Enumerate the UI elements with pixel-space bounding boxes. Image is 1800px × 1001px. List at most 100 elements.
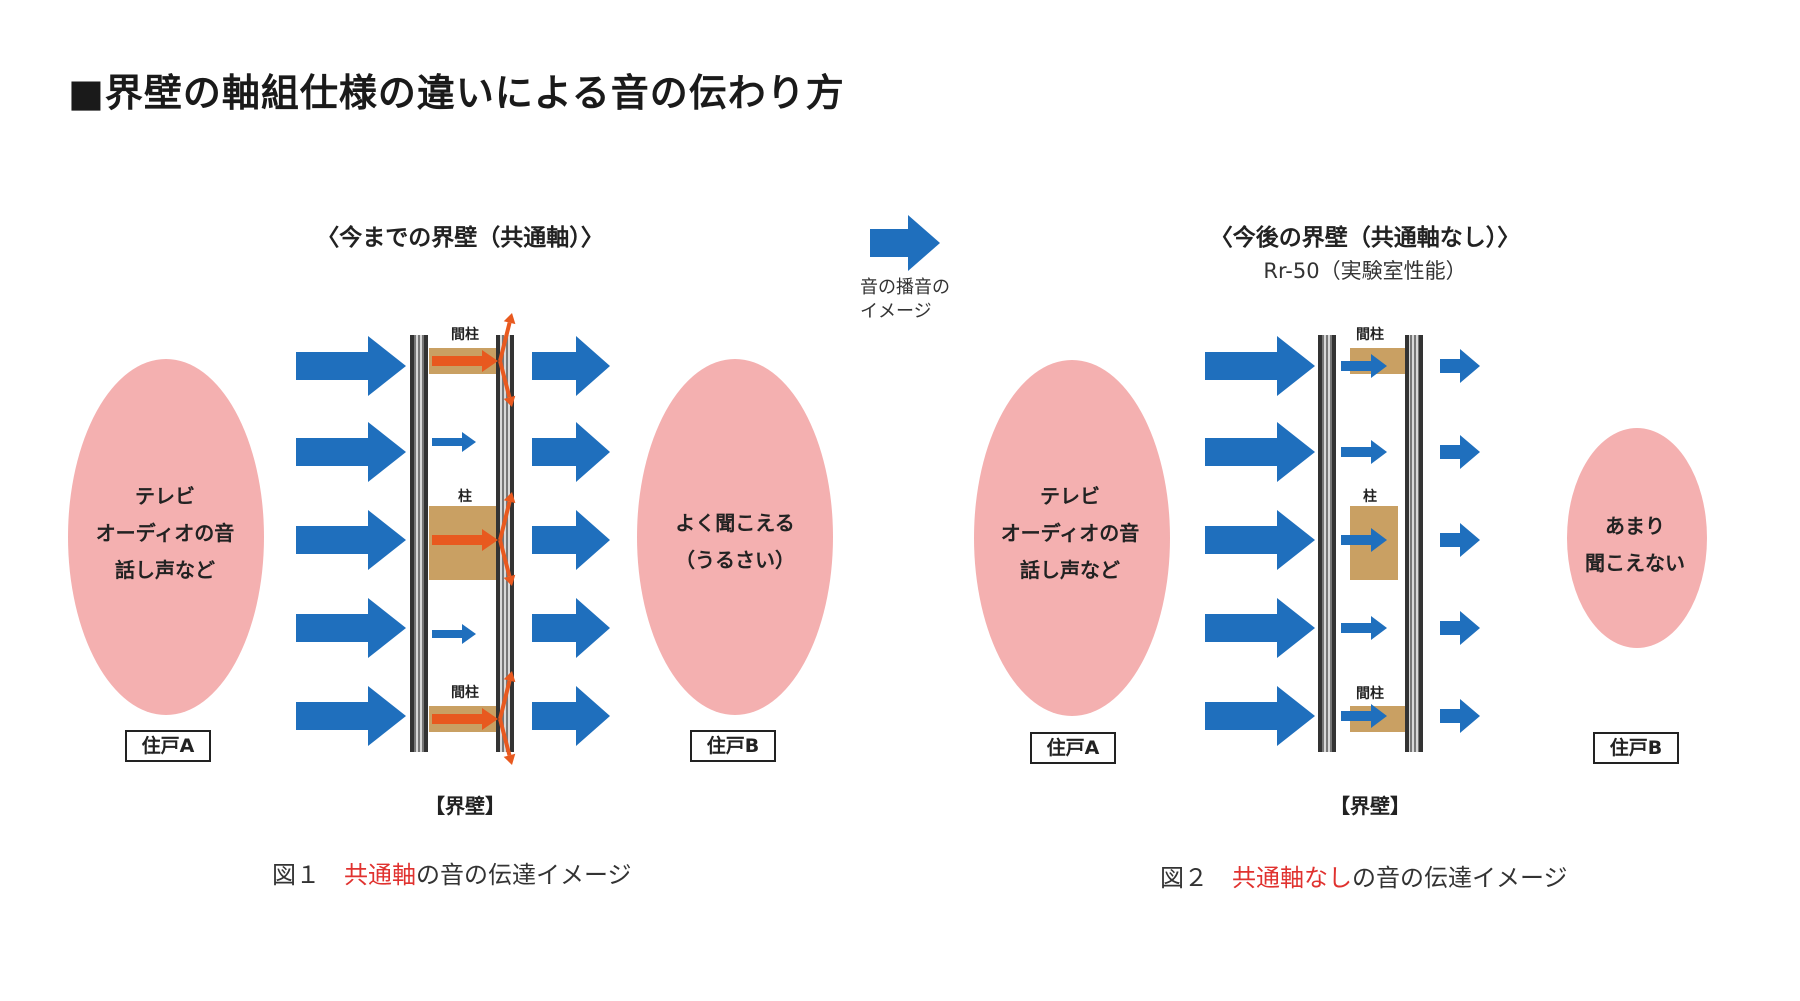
dest-line-2: （うるさい）	[675, 548, 795, 572]
figure1-outgoing-arrow-5	[532, 686, 610, 746]
legend-arrow-icon	[870, 215, 940, 271]
figure1-flank-down-1-head	[503, 395, 516, 407]
figure1-stud-bottom-label: 間柱	[451, 685, 479, 701]
caption-prefix: 図１	[272, 861, 344, 889]
figure1-flank-down-2-head	[503, 574, 516, 586]
figure2-incoming-arrow-5	[1205, 686, 1315, 746]
figure1-dest-bubble	[637, 359, 833, 715]
figure1-flank-up-2-shaft	[498, 501, 512, 541]
figure2-gap-arrow-2	[1341, 440, 1387, 464]
source-line-3: 話し声など	[1020, 558, 1120, 582]
figure1-source-bubble	[68, 359, 264, 715]
source-line-2: オーディオの音	[1000, 521, 1140, 545]
figure2-gap-arrow-1	[1341, 354, 1387, 378]
figure2-incoming-arrow-2	[1205, 422, 1315, 482]
figure1-flank-up-2-head	[503, 492, 516, 504]
caption-suffix: の音の伝達イメージ	[416, 861, 632, 889]
figure2-outgoing-arrow-4	[1440, 611, 1480, 645]
caption-prefix: 図２	[1160, 864, 1232, 892]
figure1-source-text: テレビ オーディオの音 話し声など	[70, 478, 260, 589]
figure1-incoming-arrow-1	[296, 336, 406, 396]
figure1-caption: 図１ 共通軸の音の伝達イメージ	[272, 855, 632, 890]
figure1-board-right-core	[500, 335, 510, 752]
figure1-incoming-arrow-4	[296, 598, 406, 658]
figure1-incoming-arrow-3	[296, 510, 406, 570]
figure2-gap-arrow-5	[1341, 704, 1387, 728]
figure2-board-right-edge-l	[1405, 335, 1409, 752]
figure2-incoming-arrow-3	[1205, 510, 1315, 570]
dest-line-2: 聞こえない	[1585, 551, 1685, 575]
dest-line-1: よく聞こえる	[675, 511, 795, 535]
figure1-flank-up-1-shaft	[498, 322, 512, 362]
figure1-flank-up-3-shaft	[498, 680, 512, 720]
source-line-1: テレビ	[1040, 484, 1100, 508]
figure1-incoming-arrow-2	[296, 422, 406, 482]
figure2-source-text: テレビ オーディオの音 話し声など	[975, 478, 1165, 589]
figure1-outgoing-arrow-3	[532, 510, 610, 570]
figure2-source-unit: 住戸A	[1030, 732, 1116, 764]
figure1-board-left-edge-r	[424, 335, 428, 752]
figure2-board-left-core	[1322, 335, 1332, 752]
figure1-flank-down-3-head	[503, 753, 516, 765]
figure1-incoming-arrow-5	[296, 686, 406, 746]
figure2-outgoing-arrow-2	[1440, 435, 1480, 469]
figure1-flank-down-3-shaft	[498, 718, 512, 756]
figure1-outgoing-arrow-2	[532, 422, 610, 482]
figure1-gap-arrow-1	[432, 432, 476, 452]
figure1-outgoing-arrow-4	[532, 598, 610, 658]
figure1-outgoing-arrow-1	[532, 336, 610, 396]
page-title: ■界壁の軸組仕様の違いによる音の伝わり方	[68, 71, 845, 115]
caption-highlight: 共通軸なし	[1232, 864, 1352, 892]
caption-suffix: の音の伝達イメージ	[1352, 864, 1568, 892]
figure1-board-left-edge-l	[410, 335, 414, 752]
figure2-caption: 図２ 共通軸なしの音の伝達イメージ	[1160, 858, 1568, 893]
figure2-dest-text: あまり 聞こえない	[1540, 508, 1730, 582]
figure2-dest-unit: 住戸B	[1593, 732, 1679, 764]
figure2-incoming-arrow-4	[1205, 598, 1315, 658]
figure2-outgoing-arrow-5	[1440, 699, 1480, 733]
figure1-gap-arrow-2	[432, 624, 476, 644]
figure1-subtitle: 〈今までの界壁（共通軸）〉	[316, 225, 604, 251]
figure2-outgoing-arrow-1	[1440, 349, 1480, 383]
figure2-subtitle: 〈今後の界壁（共通軸なし）〉	[1209, 225, 1521, 251]
legend-line-2: イメージ	[860, 301, 932, 322]
figure2-board-left-edge-l	[1318, 335, 1322, 752]
figure2-wall-label: 【界壁】	[1330, 794, 1410, 818]
dest-line-1: あまり	[1605, 514, 1665, 538]
figure1-flank-arrow-1	[432, 350, 498, 372]
figure2-incoming-arrow-1	[1205, 336, 1315, 396]
figure1-flank-arrow-2	[432, 529, 498, 551]
figure1-flank-up-3-head	[503, 671, 516, 683]
source-line-1: テレビ	[135, 484, 195, 508]
figure2-source-bubble	[974, 360, 1170, 716]
figure1-source-unit: 住戸A	[125, 730, 211, 762]
figure1-board-left-core	[414, 335, 424, 752]
figure2-stud-top-label: 間柱	[1356, 327, 1384, 343]
legend-label: 音の播音の イメージ	[860, 276, 950, 324]
figure1-board-right-edge-r	[510, 335, 514, 752]
figure2-stud-bottom-label: 間柱	[1356, 686, 1384, 702]
figure1-stud-top-label: 間柱	[451, 327, 479, 343]
figure1-post-label: 柱	[458, 489, 472, 505]
figure1-flank-arrow-3	[432, 708, 498, 730]
figure2-board-right-edge-r	[1419, 335, 1423, 752]
figure1-flank-down-1-shaft	[498, 360, 512, 398]
source-line-2: オーディオの音	[95, 521, 235, 545]
legend-line-1: 音の播音の	[860, 277, 950, 298]
figure2-dest-bubble	[1567, 428, 1707, 648]
figure1-flank-up-1-head	[503, 313, 516, 325]
figure1-board-right-edge-l	[496, 335, 500, 752]
caption-highlight: 共通軸	[344, 861, 416, 889]
source-line-3: 話し声など	[115, 558, 215, 582]
figure2-outgoing-arrow-3	[1440, 523, 1480, 557]
figure2-board-right-core	[1409, 335, 1419, 752]
figure1-wall-label: 【界壁】	[425, 794, 505, 818]
figure2-gap-arrow-3	[1341, 528, 1387, 552]
figure1-dest-unit: 住戸B	[690, 730, 776, 762]
figure2-post-label: 柱	[1363, 489, 1377, 505]
figure2-gap-arrow-4	[1341, 616, 1387, 640]
figure1-dest-text: よく聞こえる （うるさい）	[640, 505, 830, 579]
figure2-board-left-edge-r	[1332, 335, 1336, 752]
figure1-flank-down-2-shaft	[498, 539, 512, 577]
